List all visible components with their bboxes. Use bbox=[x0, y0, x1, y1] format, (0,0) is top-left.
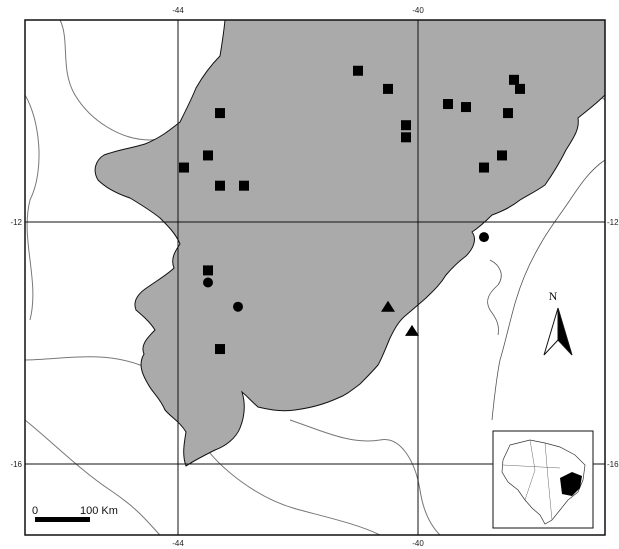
circle-marker bbox=[233, 301, 243, 312]
square-marker bbox=[503, 108, 513, 119]
square-marker bbox=[509, 74, 519, 85]
inset-bahia-highlight bbox=[560, 472, 582, 496]
square-marker bbox=[203, 150, 213, 161]
scale-distance-label: 100 Km bbox=[80, 505, 118, 517]
map-frame-border bbox=[24, 19, 606, 536]
north-arrow-right bbox=[557, 307, 573, 356]
tick-lon-top-44: -44 bbox=[172, 6, 184, 15]
coastline bbox=[487, 159, 606, 421]
scale-zero-label: 0 bbox=[32, 505, 38, 517]
square-marker bbox=[353, 65, 363, 76]
scale-bar: 0 100 Km bbox=[32, 505, 118, 522]
tick-lat-left-16: -16 bbox=[10, 460, 22, 469]
inset-state-lines bbox=[502, 439, 561, 521]
square-marker bbox=[215, 180, 225, 191]
square-marker bbox=[203, 265, 213, 276]
coast-line bbox=[491, 159, 606, 421]
boundary-line bbox=[199, 439, 381, 536]
square-marker bbox=[401, 120, 411, 131]
square-marker bbox=[215, 108, 225, 119]
square-marker bbox=[239, 180, 249, 191]
tick-lat-left-12: -12 bbox=[10, 218, 22, 227]
square-marker bbox=[383, 83, 393, 94]
tick-lat-right-12: -12 bbox=[607, 218, 619, 227]
square-marker bbox=[443, 99, 453, 110]
boundary-line bbox=[24, 419, 161, 536]
square-marker bbox=[179, 162, 189, 173]
square-marker bbox=[215, 344, 225, 355]
tick-lon-top-40: -40 bbox=[412, 6, 424, 15]
north-label: N bbox=[549, 289, 558, 303]
circle-marker bbox=[479, 232, 489, 243]
shaded-region bbox=[94, 19, 606, 467]
square-marker bbox=[461, 102, 471, 113]
inset-brazil-map bbox=[492, 430, 594, 529]
tick-lon-bottom-44: -44 bbox=[172, 539, 184, 548]
inset-brazil-outline bbox=[501, 439, 586, 525]
coast-line bbox=[487, 259, 502, 336]
north-arrow: N bbox=[543, 289, 573, 356]
circle-marker bbox=[203, 277, 213, 288]
square-marker bbox=[401, 132, 411, 143]
square-marker bbox=[515, 83, 525, 94]
markers-layer bbox=[179, 65, 525, 355]
square-marker bbox=[497, 150, 507, 161]
tick-lat-right-16: -16 bbox=[607, 460, 619, 469]
triangle-marker bbox=[405, 324, 419, 336]
triangle-marker bbox=[381, 300, 395, 312]
boundary-line bbox=[24, 94, 40, 321]
scale-bar-rect bbox=[35, 517, 90, 522]
square-marker bbox=[479, 162, 489, 173]
boundary-line bbox=[289, 419, 441, 536]
map-content: N 0 100 Km bbox=[24, 19, 606, 536]
tick-lon-bottom-40: -40 bbox=[412, 539, 424, 548]
